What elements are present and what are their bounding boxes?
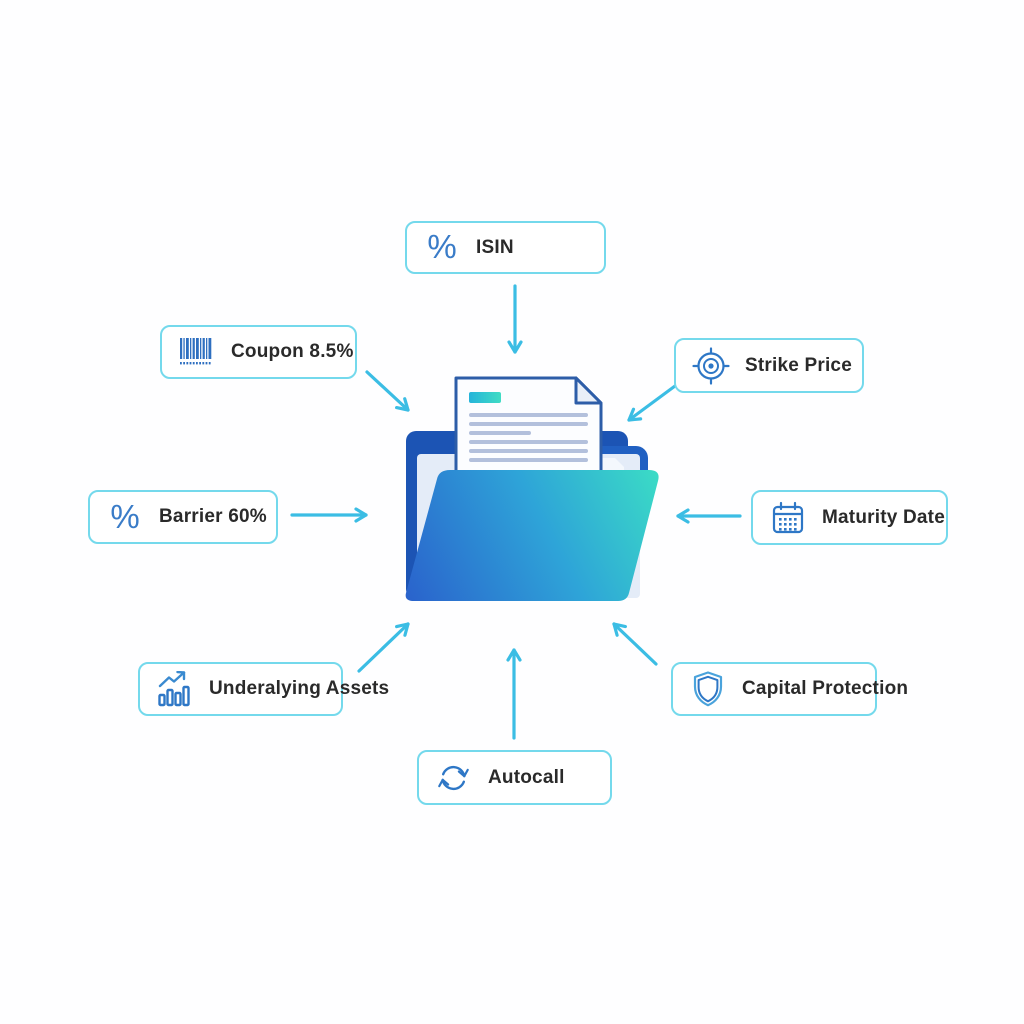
percent-icon: % — [427, 228, 457, 265]
node-label: Maturity Date — [822, 506, 945, 528]
calendar-icon — [769, 499, 807, 537]
node-label: Capital Protection — [742, 678, 909, 699]
folder-front-flap — [405, 470, 659, 601]
folder-document-illustration — [405, 376, 659, 601]
node-label: Strike Price — [745, 354, 852, 376]
node-barrier: % Barrier 60% — [88, 490, 278, 544]
refresh-icon — [435, 759, 473, 797]
node-label: Underalying Assets — [209, 678, 390, 699]
barcode-icon — [178, 333, 216, 371]
bar-chart-icon — [156, 670, 194, 708]
arrow-underlying-assets — [357, 622, 410, 673]
shield-icon — [689, 670, 727, 708]
folded-corner — [574, 376, 603, 405]
node-label: Autocall — [488, 766, 565, 788]
doc-text-lines — [469, 413, 588, 462]
target-icon — [692, 346, 730, 385]
node-capital-protection: Capital Protection — [671, 662, 908, 716]
node-maturity-date: Maturity Date — [751, 490, 948, 545]
percent-icon: % — [110, 497, 140, 535]
arrow-strike-price — [627, 384, 677, 422]
node-underlying-assets: Underalying Assets — [138, 662, 389, 716]
node-strike-price: Strike Price — [674, 338, 864, 393]
node-isin: % ISIN — [405, 221, 606, 274]
node-label: Coupon 8.5% — [231, 341, 354, 362]
arrow-capital-protection — [612, 622, 658, 666]
node-label: Barrier 60% — [159, 506, 267, 527]
node-autocall: Autocall — [417, 750, 612, 805]
node-coupon: Coupon 8.5% — [160, 325, 357, 379]
node-label: ISIN — [476, 236, 514, 258]
doc-title-bar — [469, 392, 501, 403]
arrow-coupon — [365, 370, 410, 412]
